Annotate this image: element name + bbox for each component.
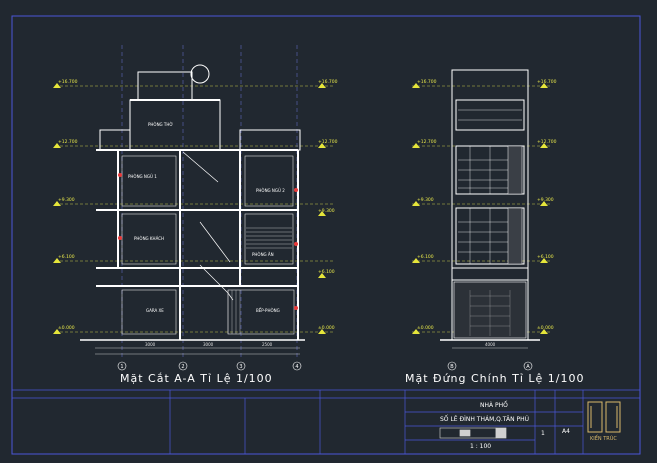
level-label: ±0.000: [318, 325, 335, 331]
room-label: GARA XE: [146, 308, 164, 313]
level-label: +6.100: [318, 269, 335, 275]
svg-text:A: A: [526, 364, 530, 370]
room-label: PHÒNG NGỦ 1: [128, 174, 157, 179]
section-view[interactable]: +16.700 +12.700 +9.300 +6.100 ±0.000 +16…: [53, 45, 338, 371]
svg-text:1: 1: [120, 364, 123, 370]
svg-text:±0.000: ±0.000: [537, 325, 554, 331]
svg-text:4: 4: [295, 364, 298, 370]
svg-text:+16.700: +16.700: [537, 79, 557, 85]
sheet-size: A4: [562, 428, 570, 435]
elevation-view-title: Mặt Đứng Chính Tỉ Lệ 1/100: [405, 372, 585, 385]
room-label: BẾP-PHÒNG: [256, 307, 280, 313]
svg-text:3: 3: [239, 364, 242, 370]
elevation-view[interactable]: +16.700 +12.700 +9.300 +6.100 ±0.000 +16.7…: [412, 69, 557, 371]
level-label: +9.300: [318, 208, 335, 214]
level-label: +16.700: [318, 79, 338, 85]
elevation-dim: 4000: [485, 342, 496, 347]
project-address: SỐ LÊ ĐÌNH THÁM,Q.TÂN PHÚ: [440, 416, 530, 423]
dim-label: 3000: [203, 342, 214, 347]
company-logo: [587, 401, 621, 433]
level-label: +12.700: [318, 139, 338, 145]
svg-text:+12.700: +12.700: [417, 139, 437, 145]
room-label: PHÒNG ĂN: [252, 252, 274, 257]
dim-label: 3000: [145, 342, 156, 347]
svg-text:+6.100: +6.100: [537, 254, 554, 260]
svg-text:+9.300: +9.300: [537, 197, 554, 203]
level-label: +16.700: [58, 79, 78, 85]
drawing-scale: 1 : 100: [470, 443, 492, 450]
title-block: [12, 389, 640, 454]
logo-text: KIẾN TRÚC: [590, 436, 617, 442]
svg-text:+16.700: +16.700: [417, 79, 437, 85]
level-label: +9.300: [58, 197, 75, 203]
project-name: NHÀ PHỐ: [480, 402, 508, 409]
room-label: PHÒNG NGỦ 2: [256, 188, 285, 193]
svg-text:B: B: [450, 364, 454, 370]
svg-text:+9.300: +9.300: [417, 197, 434, 203]
svg-text:+6.100: +6.100: [417, 254, 434, 260]
level-label: ±0.000: [58, 325, 75, 331]
room-label: PHÒNG KHÁCH: [134, 236, 164, 241]
svg-text:2: 2: [181, 364, 184, 370]
section-view-title: Mặt Cắt A-A Tỉ Lệ 1/100: [120, 372, 273, 385]
level-label: +12.700: [58, 139, 78, 145]
room-label: PHÒNG THỜ: [148, 122, 173, 127]
svg-text:+12.700: +12.700: [537, 139, 557, 145]
sheet-number: 1: [541, 430, 545, 437]
sheet-border: [11, 15, 641, 455]
level-label: +6.100: [58, 254, 75, 260]
svg-text:±0.000: ±0.000: [417, 325, 434, 331]
dim-label: 2500: [262, 342, 273, 347]
